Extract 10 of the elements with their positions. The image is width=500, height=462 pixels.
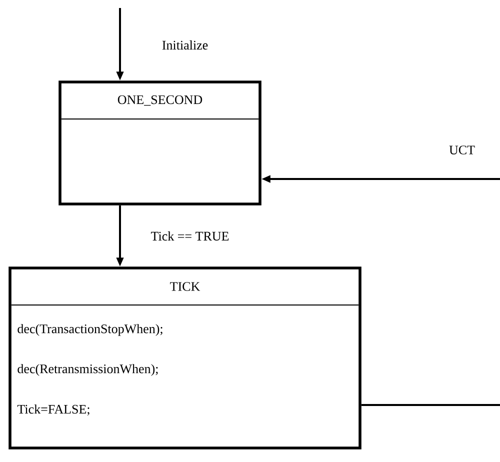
state-name: TICK (170, 282, 200, 291)
edge-label: UCT (448, 144, 476, 156)
state-box (8, 266, 362, 450)
edge-label: Initialize (160, 39, 210, 51)
state-name: ONE_SECOND (118, 95, 202, 106)
action-text: Tick=FALSE; (17, 404, 90, 416)
state-box (58, 80, 262, 206)
edge-label: Tick == TRUE (150, 230, 230, 242)
action-text: dec(RetransmissionWhen); (18, 364, 158, 376)
action-text: dec(TransactionStopWhen); (18, 324, 162, 336)
